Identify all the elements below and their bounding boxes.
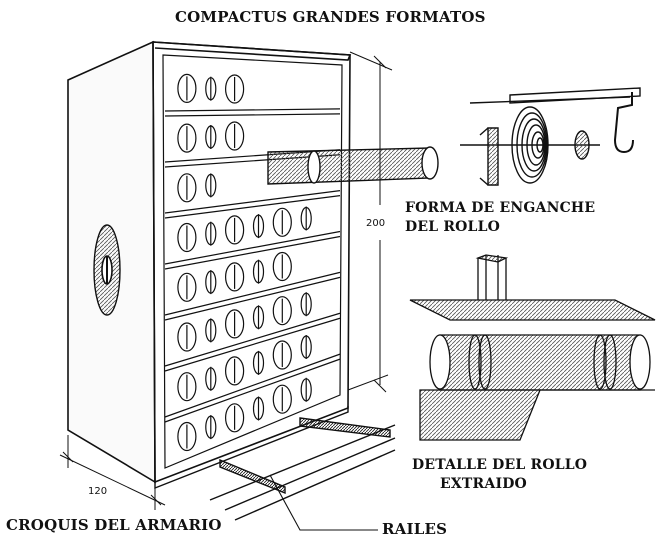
shelf-line bbox=[164, 312, 341, 372]
shelf-line bbox=[164, 230, 341, 270]
dimension-lines bbox=[59, 51, 393, 510]
cabinet-label: CROQUIS DEL ARMARIO bbox=[6, 516, 222, 534]
rails-label: RAILES bbox=[382, 520, 448, 538]
shelf-line bbox=[164, 108, 341, 117]
shelf-line bbox=[164, 190, 341, 219]
detail-label-line2: EXTRAIDO bbox=[440, 476, 527, 492]
cabinet-shelves bbox=[164, 108, 341, 423]
cabinet-rolls bbox=[177, 73, 312, 452]
extracted-roll bbox=[267, 146, 439, 185]
shelf-line bbox=[164, 353, 341, 423]
hook-label-line1: FORMA DE ENGANCHE bbox=[405, 200, 596, 216]
diagram-title: COMPACTUS GRANDES FORMATOS bbox=[175, 8, 486, 26]
rails-leader bbox=[269, 474, 378, 531]
hook-label-line2: DEL ROLLO bbox=[405, 219, 501, 235]
roll-extracted-detail bbox=[409, 254, 656, 441]
dimension-height-label: 200 bbox=[366, 218, 386, 229]
detail-label-line1: DETALLE DEL ROLLO bbox=[412, 457, 588, 473]
hook-detail bbox=[460, 87, 641, 186]
shelf-line bbox=[164, 271, 341, 321]
cabinet bbox=[67, 40, 352, 490]
dimension-depth-label: 120 bbox=[88, 486, 108, 497]
rails bbox=[209, 417, 396, 521]
handle-wheel-icon bbox=[93, 224, 121, 316]
